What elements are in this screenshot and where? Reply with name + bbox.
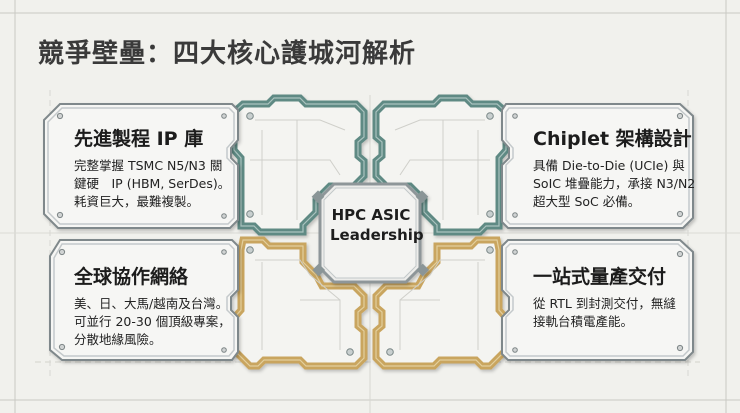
- card-turnkey: 一站式量產交付 從 RTL 到封測交付，無縫 接軌台積電產能。: [533, 262, 676, 331]
- card-line: 耗資巨大，最難複製。: [74, 194, 200, 209]
- card-frame-turnkey: [501, 239, 694, 361]
- card-title: Chiplet 架構設計: [533, 128, 692, 150]
- card-description: 具備 Die-to-Die (UCIe) 與 SoIC 堆疊能力，承接 N3/N…: [533, 157, 695, 211]
- hub-label: HPC ASIC Leadership: [330, 205, 424, 245]
- card-title: 全球協作網絡: [74, 266, 189, 288]
- central-hub: [311, 182, 430, 284]
- card-line: 接軌台積電產能。: [533, 314, 634, 329]
- card-line: 從 RTL 到封測交付，無縫: [533, 296, 676, 311]
- card-line: 超大型 SoC 必備。: [533, 194, 641, 209]
- page-title: 競爭壁壘：四大核心護城河解析: [38, 39, 417, 69]
- card-line: 可並行 20-30 個頂級專案，: [74, 314, 231, 329]
- card-description: 美、日、大馬/越南及台灣。 可並行 20-30 個頂級專案， 分散地緣風險。: [74, 295, 231, 349]
- hub-label-line2: Leadership: [330, 226, 424, 244]
- card-line: 美、日、大馬/越南及台灣。: [74, 296, 229, 311]
- card-title: 一站式量產交付: [533, 266, 667, 288]
- hub-label-line1: HPC ASIC: [331, 206, 411, 224]
- card-description: 從 RTL 到封測交付，無縫 接軌台積電產能。: [533, 295, 676, 331]
- card-title: 先進製程 IP 庫: [74, 128, 204, 150]
- card-line: SoIC 堆疊能力，承接 N3/N2: [533, 176, 696, 191]
- card-line: 分散地緣風險。: [74, 332, 162, 347]
- card-line: 鍵硬 IP (HBM, SerDes)。: [74, 176, 231, 191]
- card-ip-library: 先進製程 IP 庫 完整掌握 TSMC N5/N3 關 鍵硬 IP (HBM, …: [74, 124, 230, 211]
- card-description: 完整掌握 TSMC N5/N3 關 鍵硬 IP (HBM, SerDes)。 耗…: [74, 157, 230, 211]
- card-frame-global-network: [49, 239, 239, 361]
- card-line: 完整掌握 TSMC N5/N3 關: [74, 158, 223, 173]
- card-frame-ip-library: [43, 103, 239, 229]
- card-global-network: 全球協作網絡 美、日、大馬/越南及台灣。 可並行 20-30 個頂級專案， 分散…: [74, 262, 231, 349]
- card-frame-chiplet: [501, 103, 694, 229]
- card-chiplet: Chiplet 架構設計 具備 Die-to-Die (UCIe) 與 SoIC…: [533, 124, 695, 211]
- card-line: 具備 Die-to-Die (UCIe) 與: [533, 158, 685, 173]
